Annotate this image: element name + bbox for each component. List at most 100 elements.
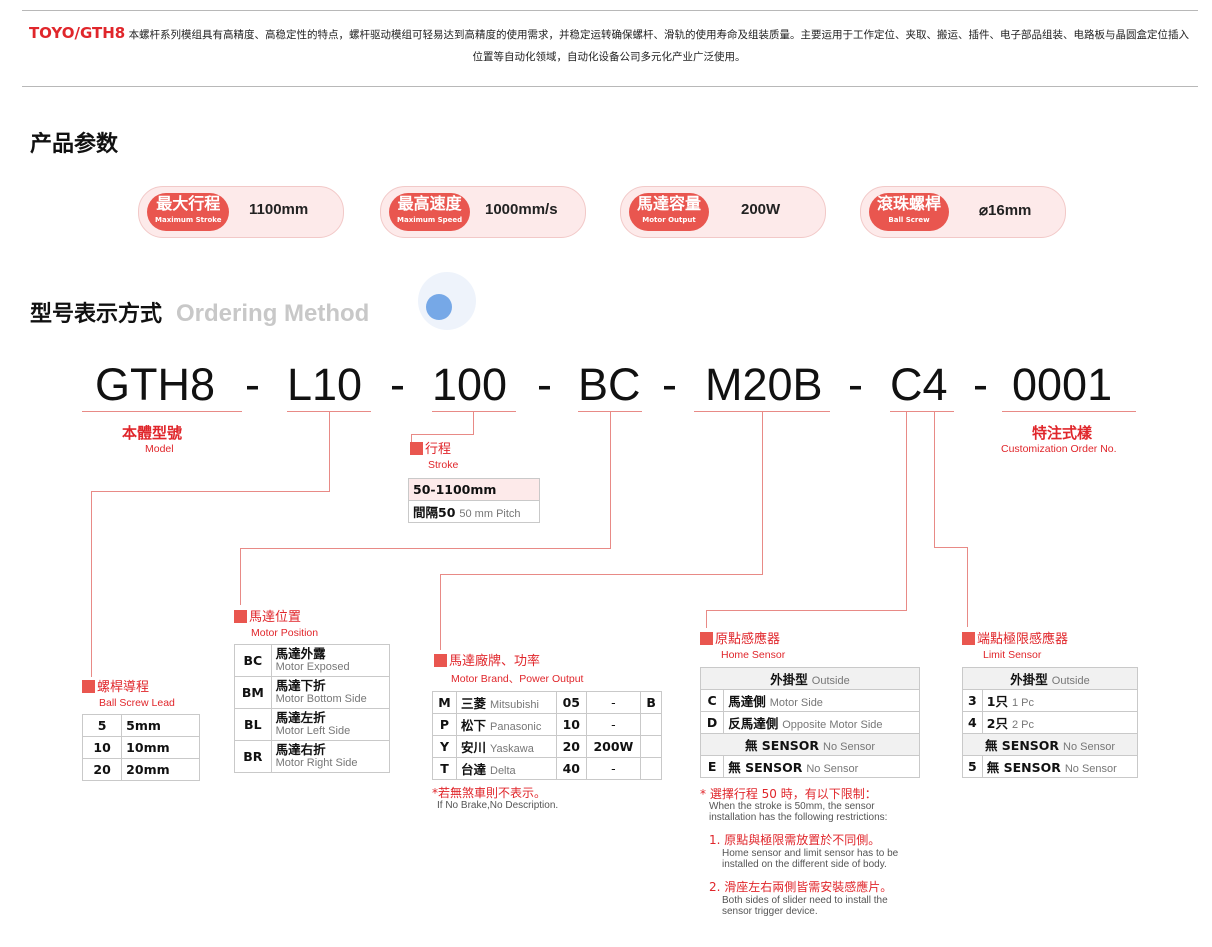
- connector-motor-pos-h: [240, 548, 611, 549]
- connector-stroke: [473, 411, 474, 435]
- param-label-en: Motor Output: [642, 216, 696, 224]
- marker-square-icon: [82, 680, 95, 693]
- custom-label-en: Customization Order No.: [1001, 443, 1117, 455]
- limit-code: 4: [962, 711, 983, 734]
- intro-text: 本螺杆系列模组具有高精度、高稳定性的特点，螺杆驱动模组可轻易达到高精度的使用需求…: [128, 29, 1190, 63]
- lead-code: 10: [81, 736, 123, 759]
- intro-divider: [22, 86, 1198, 87]
- connector-motor-brand-v: [440, 574, 441, 650]
- param-value: 200W: [741, 201, 781, 218]
- stroke50-note-en2: installation has the following restricti…: [709, 812, 888, 823]
- home-zh: 馬達側: [728, 694, 766, 709]
- ordering-subtitle: Ordering Method: [176, 300, 370, 327]
- home-zh: 反馬達側: [728, 716, 779, 731]
- brand-en: Yaskawa: [490, 743, 534, 755]
- decorative-bubble-icon: [418, 272, 476, 330]
- brand-name: 松下 Panasonic: [456, 713, 557, 736]
- param-motor-output: 馬達容量 Motor Output 200W: [620, 186, 826, 238]
- power-code: 10: [556, 713, 587, 736]
- model-label-en: Model: [145, 443, 174, 455]
- brand-en: Delta: [490, 765, 516, 777]
- connector-limit: [934, 411, 935, 548]
- power-code: 40: [556, 757, 587, 780]
- param-tag: 馬達容量 Motor Output: [629, 193, 710, 231]
- code-dash: -: [537, 359, 552, 410]
- connector-stroke-h: [411, 434, 474, 435]
- lead-code: 5: [81, 714, 123, 737]
- motor-pos-label-zh: 馬達位置: [249, 610, 302, 625]
- marker-square-icon: [410, 442, 423, 455]
- home-en: Motor Side: [769, 697, 823, 709]
- brake-code: [640, 757, 662, 780]
- brand-en: Mitsubishi: [490, 699, 539, 711]
- motor-pos-zh: 馬達外露: [275, 646, 326, 661]
- nosensor-en: No Sensor: [1063, 741, 1116, 753]
- note1-en1: Home sensor and limit sensor has to be: [722, 848, 899, 859]
- code-model: GTH8: [95, 359, 216, 410]
- param-value: 1000mm/s: [485, 201, 558, 218]
- connector-lead-h: [91, 491, 330, 492]
- stroke-pitch: 間隔50 50 mm Pitch: [408, 500, 540, 523]
- motor-pos-en: Motor Exposed: [275, 661, 350, 673]
- code-dash: -: [973, 359, 988, 410]
- limit-nosensor-header: 無 SENSOR No Sensor: [962, 733, 1138, 756]
- home-en: No Sensor: [806, 763, 859, 775]
- home-code: D: [699, 711, 725, 734]
- brand-zh: 松下: [461, 718, 487, 733]
- note2: 2. 滑座左右兩側皆需安裝感應片。: [709, 880, 893, 894]
- param-label-en: Ball Screw: [888, 216, 930, 224]
- stroke-label: 行程: [410, 438, 451, 457]
- code-dash: -: [662, 359, 677, 410]
- motor-pos-zh: 馬達右折: [275, 742, 326, 757]
- ordering-title-zh: 型号表示方式: [30, 302, 163, 327]
- connector-home-h: [706, 610, 907, 611]
- brand-name: TOYO/GTH8: [28, 24, 126, 42]
- stroke-label-zh: 行程: [425, 442, 452, 457]
- home-outside-header: 外掛型 Outside: [700, 667, 920, 690]
- motor-pos-code: BM: [234, 676, 272, 709]
- code-motor-pos: BC: [578, 359, 641, 410]
- connector-motor-pos-v: [240, 548, 241, 605]
- param-value: 1100mm: [249, 201, 309, 218]
- param-tag: 最高速度 Maximum Speed: [389, 193, 471, 231]
- limit-sensor-label-en: Limit Sensor: [983, 649, 1042, 661]
- note2-en1: Both sides of slider need to install the: [722, 895, 888, 906]
- power-code: 05: [556, 691, 587, 714]
- outside-en: Outside: [811, 675, 850, 687]
- limit-zh: 無 SENSOR: [986, 760, 1061, 775]
- nosensor-en: No Sensor: [823, 741, 876, 753]
- power-value: -: [585, 713, 642, 736]
- connector-motor-brand-h: [440, 574, 763, 575]
- stroke-table: 50-1100mm 間隔50 50 mm Pitch: [408, 478, 540, 523]
- limit-sensor-label: 端點極限感應器: [962, 628, 1068, 647]
- brake-code: [640, 713, 662, 736]
- param-label: 最大行程: [156, 194, 221, 213]
- nosensor-zh: 無 SENSOR: [984, 738, 1060, 753]
- home-desc: 馬達側 Motor Side: [723, 689, 920, 712]
- brake-note: *若無煞車則不表示。: [432, 786, 547, 800]
- params-title: 产品参数: [30, 132, 119, 157]
- limit-code: 3: [962, 689, 983, 712]
- pitch-zh: 間隔50: [413, 505, 456, 520]
- connector-limit-h: [934, 547, 968, 548]
- underline-model: [82, 411, 242, 412]
- brake-code: [640, 735, 662, 758]
- limit-en: 2 Pc: [1011, 719, 1034, 731]
- stroke50-note-title: * 選擇行程 50 時，有以下限制：: [700, 787, 877, 801]
- limit-outside-header: 外掛型 Outside: [962, 667, 1138, 690]
- power-value: 200W: [585, 735, 642, 758]
- home-sensor-label-zh: 原點感應器: [715, 632, 781, 647]
- code-stroke: 100: [432, 359, 508, 410]
- underline-custom: [1002, 411, 1136, 412]
- pitch-en: 50 mm Pitch: [459, 508, 521, 520]
- lead-code: 20: [81, 758, 123, 781]
- brand-code: M: [432, 691, 457, 714]
- brand-code: P: [432, 713, 457, 736]
- code-dash: -: [245, 359, 260, 410]
- lead-value: 20mm: [121, 758, 200, 781]
- home-desc: 無 SENSOR No Sensor: [723, 755, 920, 778]
- underline-stroke: [432, 411, 516, 412]
